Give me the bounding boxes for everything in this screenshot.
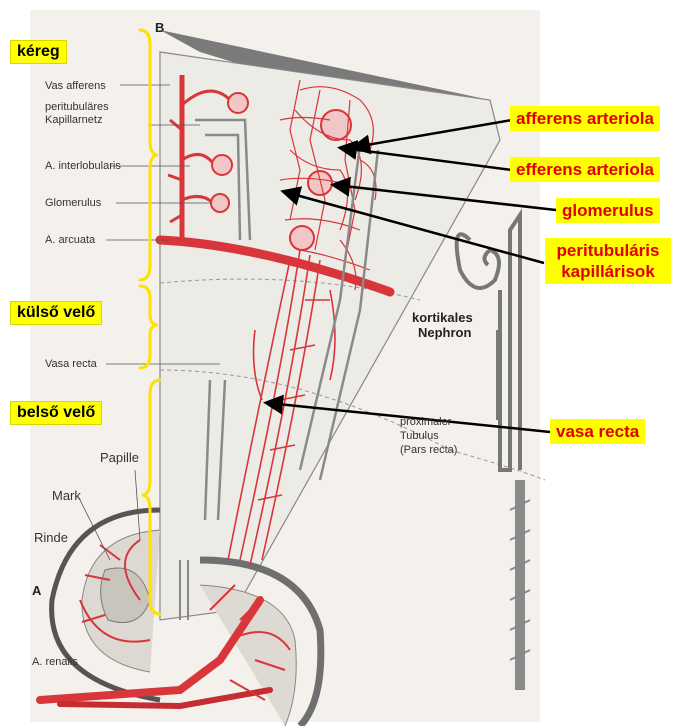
label-papille: Papille: [100, 450, 140, 465]
kidney-pyramid: [100, 567, 151, 623]
label-pars-recta: (Pars recta): [400, 444, 458, 456]
renal-artery: [36, 596, 264, 704]
glomeruli: [210, 92, 352, 251]
callout-peritubularis-line2: kapillárisok: [561, 262, 655, 281]
label-peritubular-2: Kapillarnetz: [45, 114, 103, 126]
outer-inner-medulla-boundary: [159, 369, 451, 451]
callout-vasa-recta: vasa recta: [550, 419, 646, 444]
label-glomerulus: Glomerulus: [45, 197, 102, 209]
figure-label-b: B: [155, 20, 165, 35]
label-proximaler: proximaler: [400, 416, 452, 428]
label-mark: Mark: [52, 488, 81, 503]
lower-kidney-arc: [199, 556, 325, 726]
callout-peritubularis-kapillarisok: peritubuláris kapillárisok: [545, 238, 671, 284]
callout-peritubularis-line1: peritubuláris: [556, 241, 660, 260]
label-a-renalis: A. renalis: [32, 656, 78, 668]
label-nephron: Nephron: [418, 325, 472, 340]
arcuate-artery: [155, 235, 395, 297]
label-rinde: Rinde: [34, 530, 68, 545]
vasa-recta-bundle: [227, 249, 336, 566]
label-kortikales: kortikales: [412, 310, 473, 325]
callout-efferens-arteriola: efferens arteriola: [510, 157, 660, 182]
label-vasa-recta-de: Vasa recta: [45, 358, 97, 370]
nephron-tubules: [195, 118, 380, 521]
kidney-branch-vessels: [79, 539, 291, 701]
zone-box-belso-velo: belső velő: [10, 401, 103, 425]
zone-box-kulso-velo: külső velő: [10, 301, 103, 325]
label-vas-afferens: Vas afferens: [45, 80, 106, 92]
label-tubulus: Tubulus: [400, 430, 439, 442]
zone-box-kereg: kéreg: [10, 40, 67, 64]
label-a-arcuata: A. arcuata: [45, 234, 96, 246]
label-a-interlobularis: A. interlobularis: [45, 160, 121, 172]
zone-braces: [138, 28, 162, 616]
figure-label-a: A: [32, 583, 42, 598]
label-peritubular-1: peritubuläres: [45, 101, 109, 113]
callout-glomerulus: glomerulus: [556, 198, 660, 223]
callout-afferens-arteriola: afferens arteriola: [510, 106, 660, 131]
callout-arrows: [263, 118, 557, 434]
kidney-outline: [49, 507, 161, 703]
